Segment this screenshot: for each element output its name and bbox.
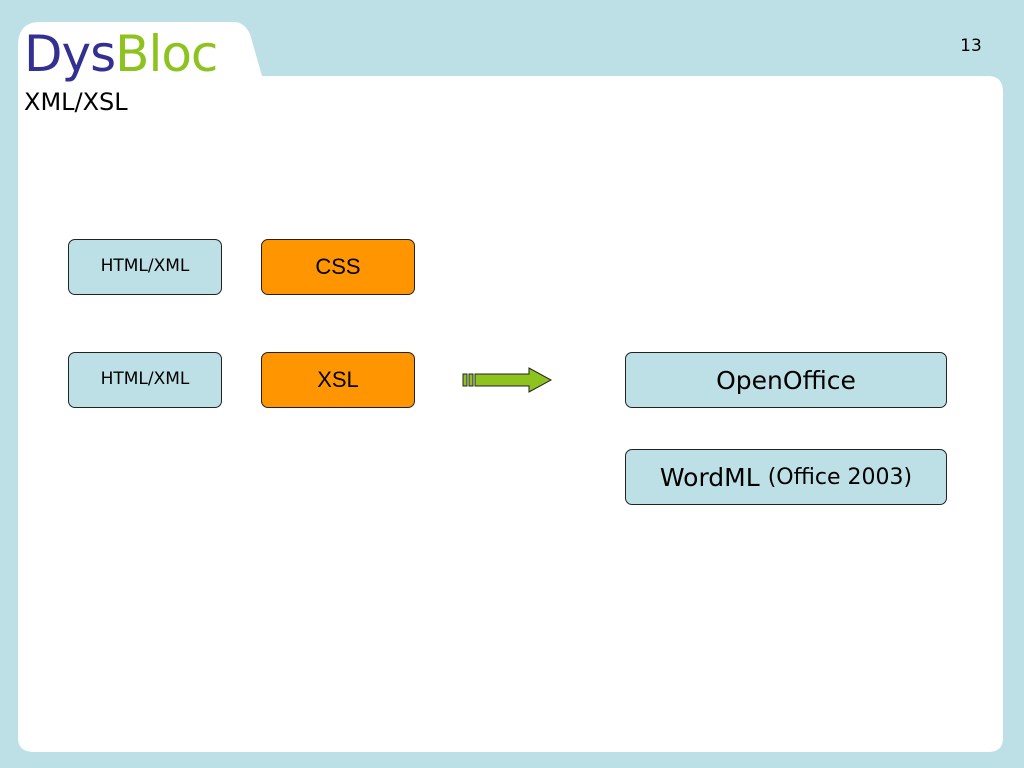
content-panel [18,22,1003,752]
logo-text-dys: Dys [24,25,116,83]
source-box-label: HTML/XML [100,369,190,389]
source-box-label: HTML/XML [100,256,190,276]
source-box-html-xml-2: HTML/XML [68,352,222,408]
page-number: 13 [960,36,982,56]
logo-text-bloc: Bloc [115,25,218,83]
source-box-html-xml-1: HTML/XML [68,239,222,295]
output-box-note: (Office 2003) [767,464,913,490]
output-box-wordml: WordML (Office 2003) [625,449,947,505]
output-box-label: WordML [659,462,760,492]
dysbloc-logo: DysBloc [24,24,218,84]
transform-arrow-icon [462,367,553,393]
style-box-xsl: XSL [261,352,415,408]
slide-subtitle: XML/XSL [24,88,128,116]
output-box-label: OpenOffice [716,365,856,395]
output-box-openoffice: OpenOffice [625,352,947,408]
style-box-label: XSL [317,367,359,392]
style-box-css: CSS [261,239,415,295]
style-box-label: CSS [315,254,361,279]
